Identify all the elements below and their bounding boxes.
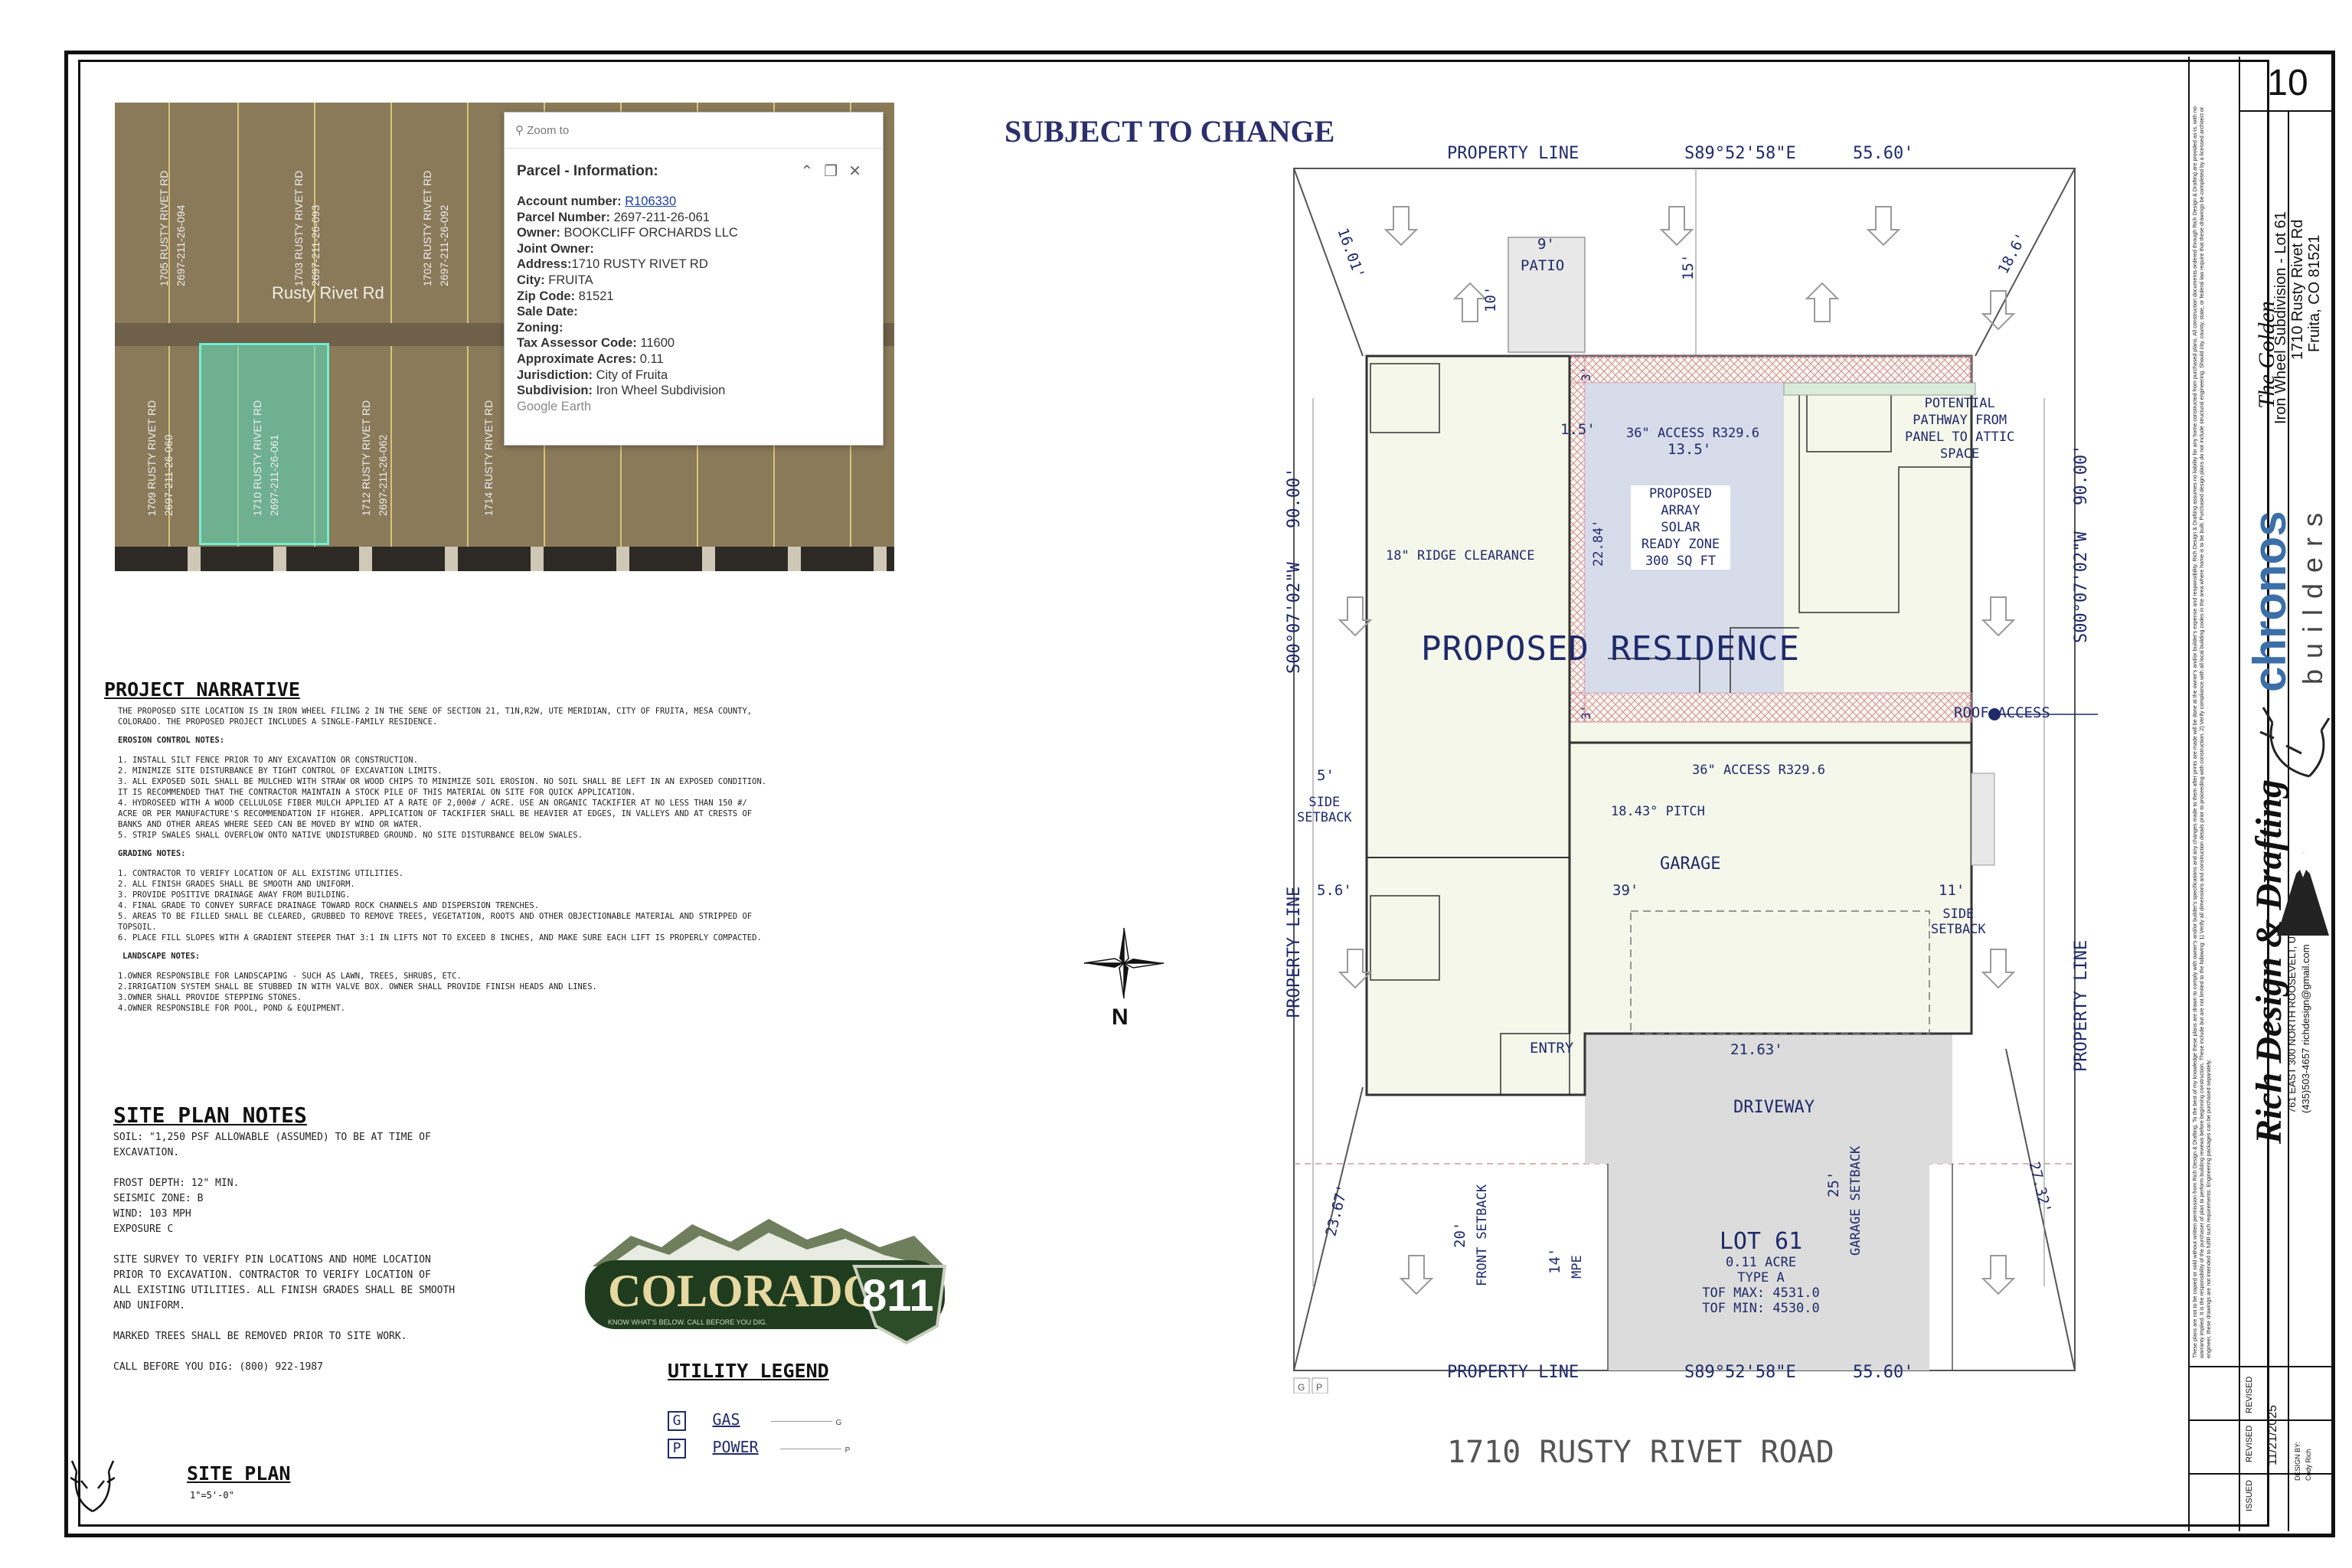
entry-label: ENTRY (1530, 1040, 1574, 1057)
site-plan-title: SITE PLAN (187, 1462, 291, 1485)
north-arrow: N (1081, 925, 1167, 1037)
roof-access-label: ROOF ACCESS (1954, 704, 2050, 721)
sheet-inner-border (78, 60, 2269, 1527)
bearing-bottom: S89°52'58"E (1684, 1363, 1796, 1382)
sheet-outer-border (64, 51, 2335, 1537)
lot-info: LOT 61 0.11 ACRE TYPE A TOF MAX: 4531.0 … (1702, 1228, 1820, 1316)
logo-tagline: KNOW WHAT'S BELOW. CALL BEFORE YOU DIG. (608, 1318, 767, 1326)
site-plan-scale: 1"=5'-0" (190, 1490, 234, 1501)
bearing-top: S89°52'58"E (1684, 144, 1796, 163)
elk-antler-icon (70, 1458, 116, 1517)
site-plan-drawing: G P PROPERTY LINE S89°52'58"E 55.60' PRO… (1285, 144, 2098, 1393)
patio-label: PATIO (1521, 257, 1565, 274)
firm-name: Rich Design & Drafting (2249, 779, 2289, 1144)
site-notes-heading: SITE PLAN NOTES (113, 1102, 307, 1128)
close-icon[interactable]: ✕ (848, 163, 872, 180)
width-bottom: 55.60' (1853, 1363, 1914, 1382)
property-line-left: PROPERTY LINE (1285, 886, 1304, 1018)
disclaimer-text: These plans are not to be copied or sold… (2191, 106, 2212, 1358)
account-link[interactable]: R106330 (625, 194, 677, 208)
property-line-top: PROPERTY LINE (1447, 144, 1579, 163)
road-name-label: Rusty Rivet Rd (272, 283, 384, 302)
width-top: 55.60' (1853, 144, 1914, 163)
north-label: N (1112, 1004, 1129, 1030)
popup-title: Parcel - Information: (517, 163, 658, 179)
collapse-icon[interactable]: ⌃ (800, 163, 825, 180)
sheet-number: 10 (2239, 57, 2335, 112)
roof-pitch: 18.43° PITCH (1611, 804, 1705, 819)
logo-word: COLORADO (608, 1266, 878, 1316)
dock-icon[interactable]: ❐ (824, 163, 849, 180)
property-line-right: PROPERTY LINE (2072, 939, 2091, 1072)
logo-number: 811 (862, 1271, 934, 1321)
proposed-residence-label: PROPOSED RESIDENCE (1421, 629, 1800, 668)
svg-text:G: G (1298, 1382, 1305, 1393)
parcel-info-popup: ⚲ Zoom to Parcel - Information: ⌃❐✕ Acco… (504, 112, 884, 446)
site-notes-body: SOIL: "1,250 PSF ALLOWABLE (ASSUMED) TO … (113, 1132, 456, 1373)
subject-to-change-banner: SUBJECT TO CHANGE (1004, 114, 1335, 149)
zoom-to-link[interactable]: ⚲ Zoom to (515, 124, 570, 137)
search-icon: ⚲ (515, 124, 524, 137)
address-title: 1710 RUSTY RIVET ROAD (1447, 1435, 1834, 1470)
elk-logo-icon (2256, 700, 2332, 792)
title-block: 10 These plans are not to be copied or s… (2188, 57, 2335, 1531)
mountain-logo-icon (2272, 844, 2334, 943)
issued-date: 11/21/2025 (2266, 1405, 2279, 1465)
driveway-label: DRIVEWAY (1733, 1098, 1815, 1117)
utility-legend-heading: UTILITY LEGEND (668, 1360, 829, 1382)
aerial-houses (115, 547, 894, 571)
property-line-bottom: PROPERTY LINE (1447, 1363, 1579, 1382)
popup-fields: Account number: R106330 Parcel Number: 2… (517, 194, 738, 413)
builder-logo: chronos (2244, 511, 2295, 692)
ridge-clearance: 18" RIDGE CLEARANCE (1386, 548, 1535, 564)
side-bearing-left: S00°07'02"W (1285, 562, 1304, 674)
legend-power: P POWER P (668, 1438, 850, 1459)
side-bearing-right: S00°07'02"W (2072, 531, 2091, 643)
side-length-right: 90.00' (2072, 444, 2091, 505)
narrative-body: THE PROPOSED SITE LOCATION IS IN IRON WH… (118, 707, 767, 1013)
legend-gas: G GAS G (668, 1410, 841, 1431)
side-length-left: 90.00' (1285, 467, 1304, 528)
selected-parcel[interactable] (199, 343, 329, 545)
front-setback: FRONT SETBACK (1475, 1184, 1490, 1286)
svg-text:P: P (1316, 1382, 1322, 1393)
garage-label: GARAGE (1660, 854, 1721, 874)
mpe-label: MPE (1570, 1255, 1585, 1279)
narrative-heading: PROJECT NARRATIVE (104, 678, 300, 701)
colorado-811-logo: COLORADO 811 KNOW WHAT'S BELOW. CALL BEF… (577, 1213, 954, 1349)
